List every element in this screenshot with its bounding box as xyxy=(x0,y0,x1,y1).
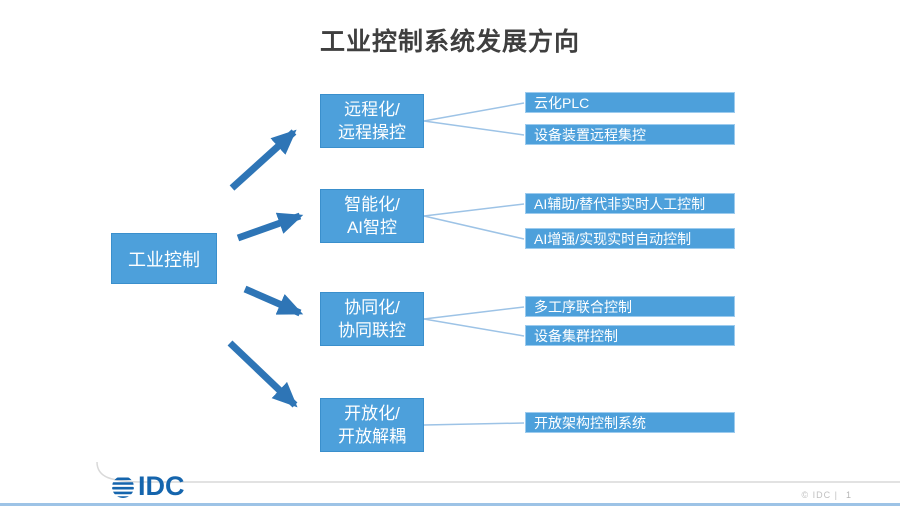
root-arrows xyxy=(227,129,304,408)
category-node-ai: 智能化/ AI智控 xyxy=(320,189,424,243)
page-number: 1 xyxy=(845,490,852,500)
footer-copyright: © IDC | 1 xyxy=(802,490,853,500)
category-label-line2: AI智控 xyxy=(346,218,398,237)
leaf-label: AI辅助/替代非实时人工控制 xyxy=(534,195,706,212)
leaf-label: AI增强/实现实时自动控制 xyxy=(534,230,692,247)
category-node-open: 开放化/ 开放解耦 xyxy=(320,398,424,452)
leaf-label: 设备装置远程集控 xyxy=(534,126,646,143)
leaf-connectors xyxy=(423,102,525,426)
leaf-label: 开放架构控制系统 xyxy=(534,414,646,431)
category-node-remote: 远程化/ 远程操控 xyxy=(320,94,424,148)
category-label-line1: 协同化/ xyxy=(344,298,400,317)
idc-globe-icon xyxy=(112,477,134,498)
page-title: 工业控制系统发展方向 xyxy=(319,28,580,56)
leaf-node-ai-assisted-control: AI辅助/替代非实时人工控制 xyxy=(525,193,735,214)
leaf-node-multi-process-joint-control: 多工序联合控制 xyxy=(525,296,735,317)
leaf-node-open-architecture-control: 开放架构控制系统 xyxy=(525,412,735,433)
idc-logo-text: IDC xyxy=(138,471,185,501)
category-label-line1: 开放化/ xyxy=(344,404,400,423)
category-label-line2: 开放解耦 xyxy=(338,427,406,446)
bottom-accent-bar xyxy=(0,503,900,506)
leaf-node-ai-enhanced-control: AI增强/实现实时自动控制 xyxy=(525,228,735,249)
leaf-label: 设备集群控制 xyxy=(534,327,618,344)
category-label-line1: 智能化/ xyxy=(344,195,400,214)
category-node-collaborative: 协同化/ 协同联控 xyxy=(320,292,424,346)
category-label-line2: 协同联控 xyxy=(338,321,406,340)
footer-swoosh-line xyxy=(96,461,900,483)
leaf-label: 多工序联合控制 xyxy=(534,298,632,315)
category-label-line2: 远程操控 xyxy=(338,123,406,142)
leaf-node-remote-centralized-control: 设备装置远程集控 xyxy=(525,124,735,145)
root-node-industrial-control: 工业控制 xyxy=(111,233,217,284)
idc-logo: IDC xyxy=(110,473,185,500)
leaf-node-cloud-plc: 云化PLC xyxy=(525,92,735,113)
leaf-node-device-cluster-control: 设备集群控制 xyxy=(525,325,735,346)
root-node-label: 工业控制 xyxy=(128,249,200,270)
category-label-line1: 远程化/ xyxy=(344,100,400,119)
leaf-label: 云化PLC xyxy=(534,94,590,111)
copyright-text: © IDC | xyxy=(801,490,838,500)
